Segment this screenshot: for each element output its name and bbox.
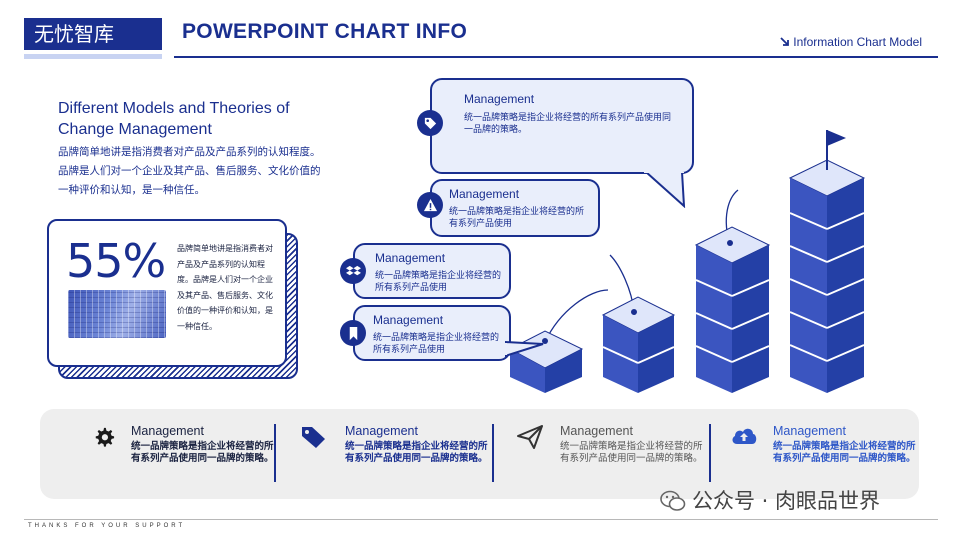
bottom-item-title: Management	[345, 424, 418, 438]
callout-tail-4	[505, 340, 544, 358]
callout-title: Management	[375, 251, 446, 265]
footer-rule	[24, 519, 938, 520]
watermark: 公众号 · 肉眼品世界	[660, 485, 880, 517]
callout-text: 统一品牌策略是指企业将经营的所有系列产品使用	[375, 271, 502, 293]
callout-bubble-1: Management 统一品牌策略是指企业将经营的所有系列产品使用同一品牌的策略…	[430, 78, 694, 174]
bottom-panel	[40, 409, 919, 499]
divider	[274, 424, 276, 482]
bottom-item-3: Management 统一品牌策略是指企业将经营的所有系列产品使用同一品牌的策略…	[560, 424, 710, 464]
brand-logo: 无忧智库	[24, 18, 162, 50]
section-body: 品牌简单地讲是指消费者对产品及产品系列的认知程度。品牌是人们对一个企业及其产品、…	[58, 146, 321, 196]
section-title: Different Models and Theories of Change …	[58, 100, 290, 138]
brand-underline	[24, 54, 162, 59]
cloud-upload-icon	[730, 424, 758, 451]
send-icon	[516, 424, 544, 455]
callout-text: 统一品牌策略是指企业将经营的所有系列产品使用	[449, 207, 585, 229]
connector-line	[544, 289, 609, 343]
callout-bubble-4: Management 统一品牌策略是指企业将经营的所有系列产品使用	[353, 305, 511, 361]
bottom-item-title: Management	[560, 424, 633, 438]
callout-title: Management	[373, 313, 444, 327]
callout-bubble-2: Management 统一品牌策略是指企业将经营的所有系列产品使用	[430, 179, 600, 237]
arrow-down-right-icon	[779, 36, 790, 50]
bottom-item-4: Management 统一品牌策略是指企业将经营的所有系列产品使用同一品牌的策略…	[773, 424, 923, 464]
cube-column-3	[694, 226, 771, 393]
callout-tail-1	[644, 172, 686, 208]
stat-value: 55%	[66, 234, 166, 288]
bottom-item-text: 统一品牌策略是指企业将经营的所有系列产品使用同一品牌的策略。	[345, 441, 488, 464]
divider	[492, 424, 494, 482]
bottom-item-text: 统一品牌策略是指企业将经营的所有系列产品使用同一品牌的策略。	[773, 441, 916, 464]
gear-icon	[93, 426, 115, 453]
tag-icon	[300, 425, 328, 454]
bottom-item-text: 统一品牌策略是指企业将经营的所有系列产品使用同一品牌的策略。	[131, 441, 274, 464]
callout-text: 统一品牌策略是指企业将经营的所有系列产品使用同一品牌的策略。	[464, 113, 672, 135]
watermark-text: 公众号 · 肉眼品世界	[692, 489, 881, 513]
bottom-item-title: Management	[131, 424, 204, 438]
callout-title: Management	[449, 187, 520, 201]
cube-column-4	[788, 159, 866, 393]
divider	[709, 424, 711, 482]
bottom-item-text: 统一品牌策略是指企业将经营的所有系列产品使用同一品牌的策略。	[560, 441, 703, 464]
wechat-icon	[660, 490, 686, 517]
dropbox-icon	[340, 258, 366, 284]
cube-column-1	[508, 330, 584, 393]
footer-text: THANKS FOR YOUR SUPPORT	[28, 523, 186, 529]
header-info-label: Information Chart Model	[793, 35, 922, 49]
bottom-item-2: Management 统一品牌策略是指企业将经营的所有系列产品使用同一品牌的策略…	[345, 424, 495, 464]
cube-column-2	[601, 296, 676, 393]
stat-card-text: 品牌简单地讲是指消费者对产品及产品系列的认知程度。品牌是人们对一个企业及其产品、…	[177, 244, 273, 331]
bookmark-icon	[340, 320, 366, 346]
callout-title: Management	[464, 92, 535, 106]
warning-icon	[417, 192, 443, 218]
callout-bubble-3: Management 统一品牌策略是指企业将经营的所有系列产品使用	[353, 243, 511, 299]
flag-icon	[826, 130, 846, 170]
page-title: POWERPOINT CHART INFO	[182, 20, 468, 43]
growth-cubes-graphic	[508, 130, 866, 393]
header-info: Information Chart Model	[779, 35, 922, 50]
header-rule	[174, 56, 938, 58]
bottom-item-1: Management 统一品牌策略是指企业将经营的所有系列产品使用同一品牌的策略…	[131, 424, 281, 464]
building-photo	[68, 290, 166, 338]
bottom-item-title: Management	[773, 424, 846, 438]
tag-icon	[417, 110, 443, 136]
callout-text: 统一品牌策略是指企业将经营的所有系列产品使用	[373, 333, 500, 355]
